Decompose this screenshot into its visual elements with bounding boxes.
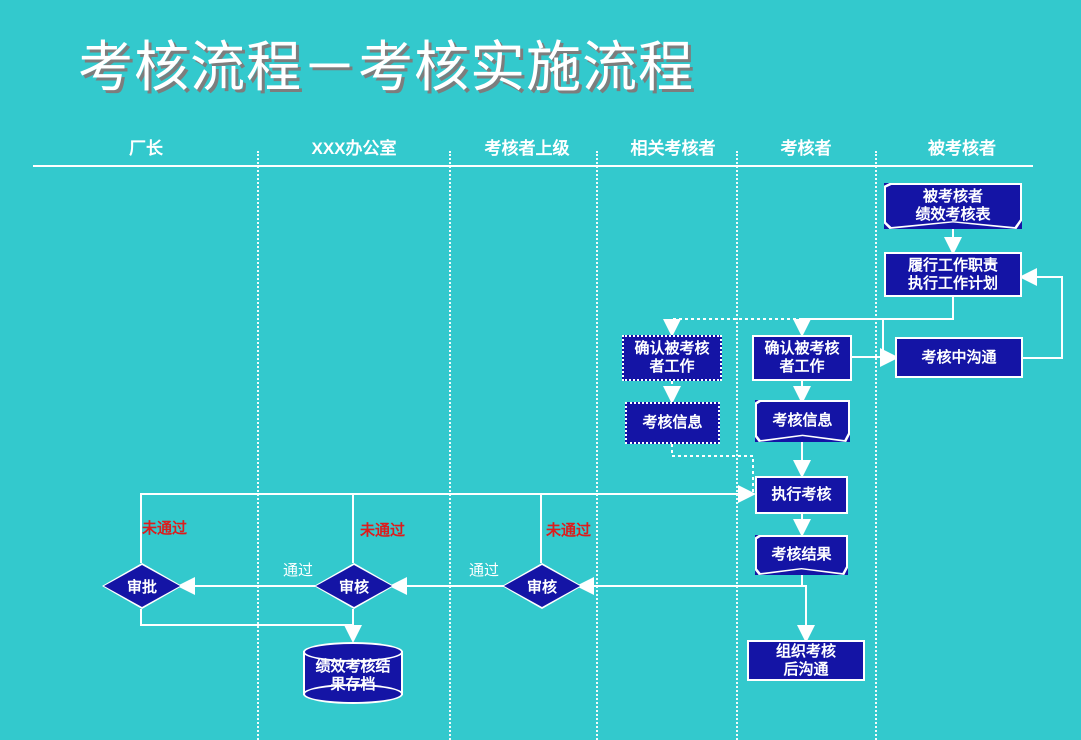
node-n10-label: 组织考核 后沟通: [775, 642, 836, 678]
node-n9[interactable]: 考核结果: [755, 535, 848, 575]
lane-divider-1: [257, 151, 259, 740]
node-n1-label: 被考核者 绩效考核表: [915, 188, 991, 223]
node-n4-label: 确认被考核 者工作: [634, 340, 710, 375]
node-n10[interactable]: 组织考核 后沟通: [747, 640, 865, 681]
page-title: 考核流程－考核实施流程: [78, 35, 695, 99]
lane-header-4: 考核者: [780, 139, 832, 158]
node-d1[interactable]: 审批: [102, 563, 182, 609]
header-separator-line: [33, 165, 1033, 167]
edge-label-fail-3: 未通过: [546, 522, 592, 539]
node-n6-label: 确认被考核 者工作: [764, 340, 840, 375]
node-d1-label: 审批: [126, 578, 157, 596]
edge-label-fail-2: 未通过: [360, 522, 406, 539]
node-n4[interactable]: 确认被考核 者工作: [622, 335, 722, 381]
lane-header-5: 被考核者: [928, 139, 996, 158]
node-n8-label: 执行考核: [771, 486, 832, 504]
node-n11-top: [303, 642, 403, 662]
lane-header-0: 厂长: [129, 139, 163, 158]
node-d2-label: 审核: [338, 578, 369, 596]
edge-label-fail-1: 未通过: [142, 520, 188, 537]
node-d3[interactable]: 审核: [502, 563, 582, 609]
node-n1[interactable]: 被考核者 绩效考核表: [884, 183, 1022, 229]
node-n5[interactable]: 考核信息: [625, 402, 720, 444]
edge-label-pass-1: 通过: [283, 562, 314, 579]
node-n3[interactable]: 考核中沟通: [895, 337, 1023, 378]
node-d2[interactable]: 审核: [314, 563, 394, 609]
node-n8[interactable]: 执行考核: [755, 476, 848, 514]
node-n9-fill: [757, 537, 846, 573]
lane-header-2: 考核者上级: [484, 139, 570, 158]
lane-divider-4: [736, 151, 738, 740]
node-n5-shape: [625, 402, 720, 444]
node-n2[interactable]: 履行工作职责 执行工作计划: [884, 252, 1022, 297]
lane-header-1: XXX办公室: [311, 139, 397, 158]
node-n7-label: 考核信息: [772, 412, 833, 430]
node-n5-fill: [627, 404, 718, 442]
node-n6[interactable]: 确认被考核 者工作: [752, 335, 852, 381]
node-n2-label: 履行工作职责 执行工作计划: [907, 256, 998, 292]
node-n11-label: 绩效考核结 果存档: [315, 658, 391, 693]
node-n7-fill: [757, 402, 848, 440]
lane-divider-5: [875, 151, 877, 740]
node-n11-bottom: [303, 684, 403, 704]
lane-divider-2: [449, 151, 451, 740]
node-d3-label: 审核: [526, 578, 557, 596]
node-n9-label: 考核结果: [771, 546, 832, 564]
lane-header-3: 相关考核者: [630, 139, 716, 158]
node-n1-fill: [886, 185, 1020, 227]
node-n7[interactable]: 考核信息: [755, 400, 850, 442]
edge-label-pass-2: 通过: [469, 562, 500, 579]
lane-divider-3: [596, 151, 598, 740]
node-n3-label: 考核中沟通: [921, 348, 997, 366]
node-n5-label: 考核信息: [642, 414, 703, 432]
node-n11[interactable]: 绩效考核结 果存档: [303, 642, 403, 704]
